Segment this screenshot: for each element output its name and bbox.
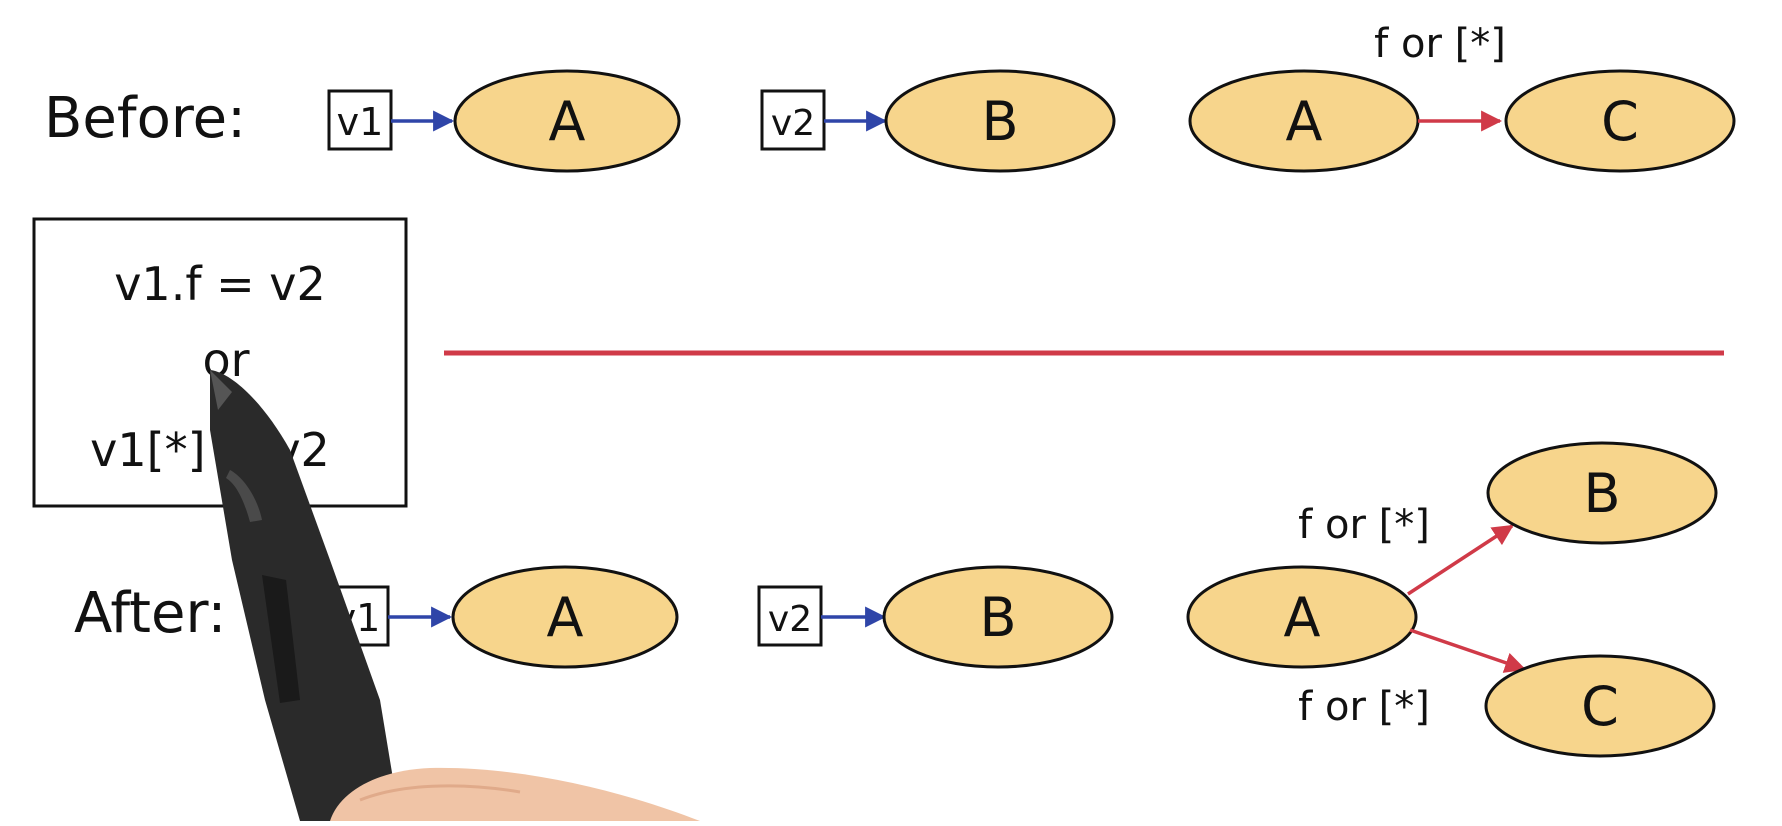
before-label: Before:	[44, 86, 246, 151]
after-node-c-label: C	[1581, 675, 1619, 738]
before-edge-label: f or [*]	[1374, 21, 1506, 67]
after-edge-label-bottom: f or [*]	[1298, 684, 1430, 730]
stylus-pen-icon	[210, 370, 400, 821]
before-node-a2-label: A	[1286, 90, 1323, 153]
before-node-c	[1504, 69, 1736, 173]
after-node-b1-label: B	[979, 586, 1016, 649]
after-node-b2	[1486, 441, 1718, 545]
after-v2-label: v2	[768, 599, 812, 640]
after-node-c	[1484, 654, 1716, 758]
statement-line1: v1.f = v2	[114, 257, 326, 311]
before-node-c-label: C	[1601, 90, 1639, 153]
before-v1-label: v1	[337, 100, 384, 144]
before-node-b1-label: B	[981, 90, 1018, 153]
after-node-a1	[451, 565, 679, 669]
after-node-a2	[1186, 565, 1418, 669]
after-node-b1	[882, 565, 1114, 669]
after-node-b2-label: B	[1583, 462, 1620, 525]
after-edge-label-top: f or [*]	[1298, 502, 1430, 548]
before-node-a1	[453, 69, 681, 173]
after-label: After:	[74, 581, 226, 646]
after-node-a2-label: A	[1284, 586, 1321, 649]
after-edge-a-b	[1407, 524, 1514, 596]
after-edge-a-c	[1409, 628, 1526, 673]
before-v2-box	[760, 89, 826, 151]
before-node-a1-label: A	[549, 90, 586, 153]
before-node-b1	[884, 69, 1116, 173]
hand-icon	[330, 767, 700, 821]
before-v2-label: v2	[771, 103, 815, 144]
before-v1-box	[327, 89, 393, 151]
after-node-a1-label: A	[547, 586, 584, 649]
after-v2-box	[757, 585, 823, 647]
